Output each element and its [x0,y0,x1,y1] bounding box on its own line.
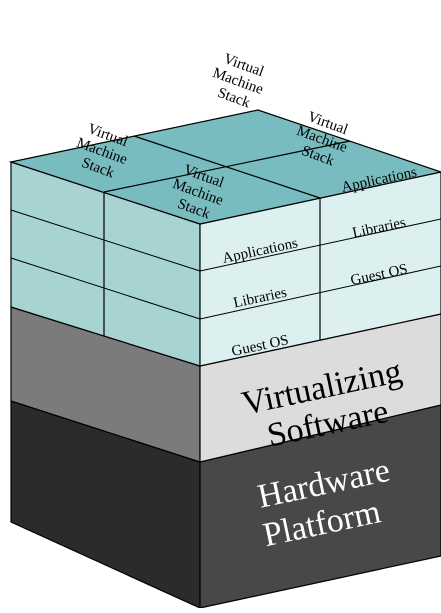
vm-stack-label-right: Virtual Machine Stack [289,107,359,173]
vm-stack-label-front: Virtual Machine Stack [165,160,235,226]
vm-left-layer-line [10,257,201,320]
vm-stack-label-back: Virtual Machine Stack [205,49,275,115]
vm-top-divider [103,140,351,193]
vm-front-layer-line [199,265,441,320]
vm-front-layer-line [199,218,441,272]
vm-left-layer-line [10,209,201,272]
